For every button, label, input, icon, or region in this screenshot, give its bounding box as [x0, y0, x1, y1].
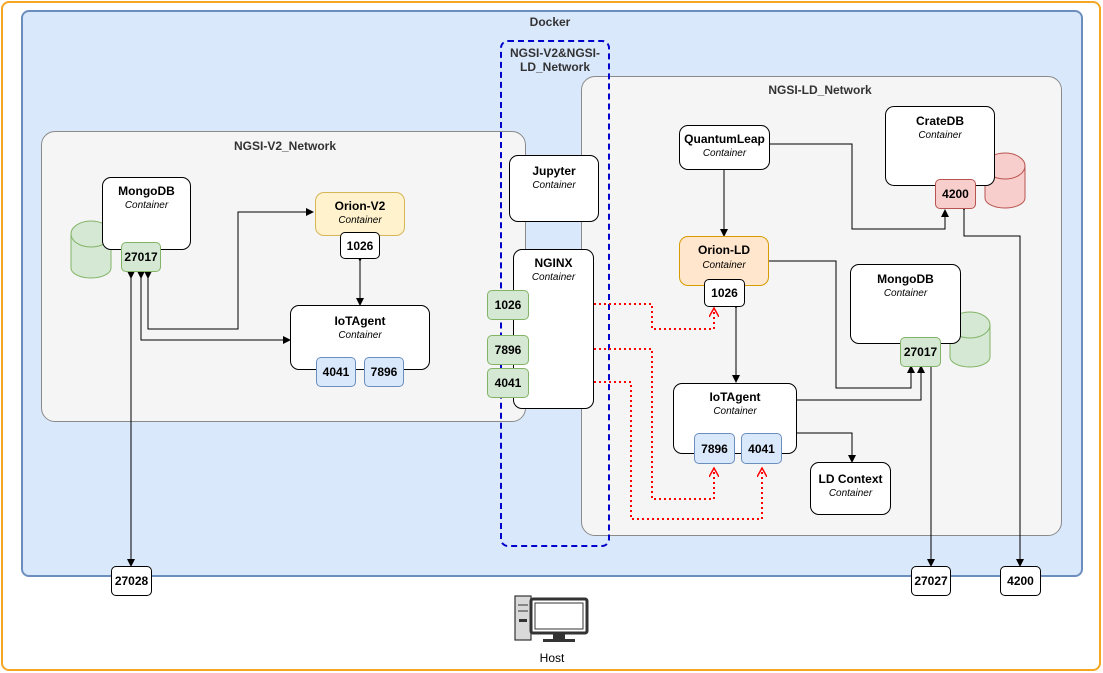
mongodb-v2-subtitle: Container	[124, 200, 169, 211]
mongodb-ld-subtitle: Container	[883, 288, 928, 299]
iotagent-ld-subtitle: Container	[713, 406, 757, 417]
ldcontext-title: LD Context	[818, 472, 883, 486]
orion-v2-port: 1026	[340, 232, 380, 259]
orion-v2-container[interactable]: Orion-V2 Container	[315, 192, 405, 236]
mongodb-ld-container[interactable]: MongoDB Container	[850, 264, 961, 344]
jupyter-title: Jupyter	[532, 164, 576, 178]
computer-icon	[514, 595, 589, 642]
link-iotagent-mongodb	[790, 365, 925, 404]
iotagent-v2-port-4041: 4041	[316, 357, 356, 387]
orion-ld-container[interactable]: Orion-LD Container	[679, 236, 769, 286]
jupyter-container[interactable]: Jupyter Container	[509, 155, 599, 222]
mongodb-ld-title: MongoDB	[877, 272, 934, 286]
cratedb-cylinder	[984, 152, 1026, 209]
host-label: Host	[539, 651, 565, 665]
cratedb-title: CrateDB	[915, 114, 964, 128]
quantumleap-subtitle: Container	[702, 148, 747, 159]
proxy-link-4041	[529, 381, 762, 520]
mongodb-ld-port: 27017	[900, 337, 941, 367]
cratedb-container[interactable]: CrateDB Container	[885, 106, 995, 186]
nginx-subtitle: Container	[531, 272, 576, 283]
orion-ld-subtitle: Container	[702, 260, 746, 271]
link-mongodb-iotagent-v2	[137, 271, 291, 344]
mongodb-v2-title: MongoDB	[118, 184, 175, 198]
cratedb-subtitle: Container	[918, 130, 962, 141]
quantumleap-container[interactable]: QuantumLeap Container	[679, 125, 770, 170]
ldcontext-subtitle: Container	[828, 488, 873, 499]
iotagent-ld-title: IoTAgent	[709, 390, 761, 404]
ldcontext-container[interactable]: LD Context Container	[810, 462, 891, 515]
link-iotagent-ldcontext	[790, 429, 856, 463]
nginx-title: NGINX	[534, 256, 573, 270]
orion-v2-subtitle: Container	[338, 215, 382, 226]
iotagent-v2-port-7896: 7896	[364, 357, 404, 387]
link-cratedb-host-4200	[960, 203, 1024, 567]
orion-v2-title: Orion-V2	[334, 199, 386, 213]
orion-ld-title: Orion-LD	[698, 243, 750, 257]
nginx-port-1026: 1026	[487, 290, 529, 320]
proxy-link-1026	[529, 303, 714, 330]
ngsi-ld-network-label: NGSI-LD_Network	[768, 83, 872, 97]
jupyter-subtitle: Container	[532, 180, 576, 191]
shared-network-label: NGSI-V2&NGSI-LD_Network	[509, 46, 600, 74]
quantumleap-title: QuantumLeap	[684, 132, 765, 146]
nginx-port-7896: 7896	[487, 335, 529, 365]
mongodb-v2-container[interactable]: MongoDB Container	[102, 177, 191, 250]
mongodb-v2-port: 27017	[121, 242, 161, 272]
docker-label: Docker	[529, 15, 571, 29]
ngsi-v2-network-label: NGSI-V2_Network	[233, 139, 337, 153]
proxy-link-7896	[529, 348, 714, 500]
iotagent-ld-port-4041: 4041	[741, 433, 782, 464]
cratedb-port: 4200	[935, 179, 976, 209]
link-quantumleap-cratedb	[763, 140, 949, 230]
host-port-27027: 27027	[911, 566, 951, 596]
host-port-27028: 27028	[111, 566, 152, 596]
mongodb-v2-cylinder	[70, 220, 112, 279]
iotagent-v2-title: IoTAgent	[334, 314, 386, 328]
orion-ld-port: 1026	[704, 279, 745, 307]
nginx-port-4041: 4041	[487, 368, 529, 398]
iotagent-v2-subtitle: Container	[338, 330, 382, 341]
iotagent-ld-port-7896: 7896	[694, 433, 735, 464]
iotagent-v2-container[interactable]: IoTAgent Container	[290, 305, 430, 370]
host-port-4200: 4200	[1000, 566, 1041, 596]
